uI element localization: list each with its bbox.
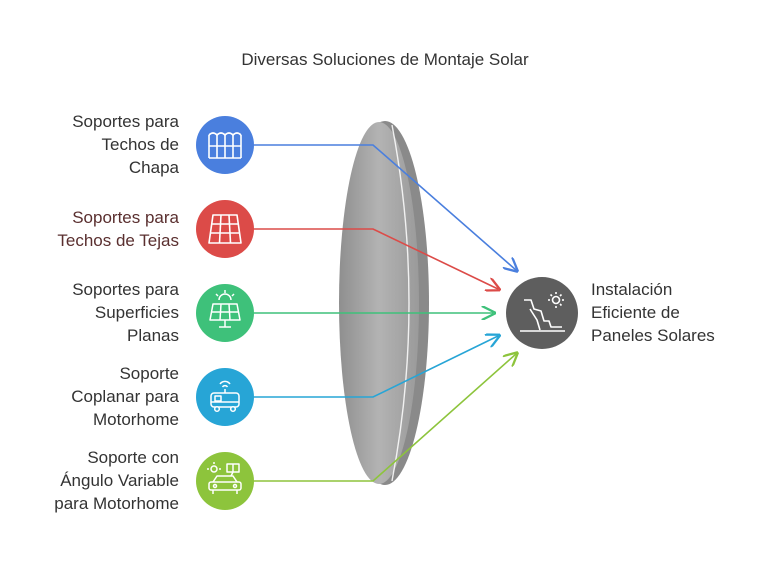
- landscape-sun-icon: [520, 292, 565, 332]
- source-node-coplanar-motorhome: [196, 368, 254, 426]
- diagram-title: Diversas Soluciones de Montaje Solar: [241, 50, 529, 69]
- label-coplanar-motorhome: Soporte Coplanar para Motorhome: [71, 364, 179, 429]
- connector-metal-roof: [253, 144, 516, 270]
- connector-coplanar-motorhome: [253, 336, 498, 398]
- lens-shape: [339, 121, 429, 485]
- connector-variable-angle-motorhome: [253, 354, 516, 482]
- target-node: [506, 277, 578, 349]
- source-node-variable-angle-motorhome: [196, 452, 254, 510]
- solar-panel-sun-icon: [209, 290, 241, 328]
- source-node-metal-roof: [196, 116, 254, 174]
- tile-roof-icon: [208, 214, 242, 244]
- source-node-tile-roof: [196, 200, 254, 258]
- target-label: Instalación Eficiente de Paneles Solares: [591, 280, 715, 345]
- label-metal-roof: Soportes para Techos de Chapa: [72, 112, 179, 177]
- car-solar-icon: [207, 462, 242, 494]
- motorhome-icon: [210, 380, 240, 413]
- label-variable-angle-motorhome: Soporte con Ángulo Variable para Motorho…: [54, 448, 179, 513]
- connector-tile-roof: [253, 228, 498, 289]
- source-node-flat-surfaces: [196, 284, 254, 342]
- connectors: [253, 144, 516, 482]
- label-flat-surfaces: Soportes para Superficies Planas: [72, 280, 179, 345]
- label-tile-roof: Soportes para Techos de Tejas: [57, 208, 179, 250]
- metal-roof-icon: [208, 132, 242, 159]
